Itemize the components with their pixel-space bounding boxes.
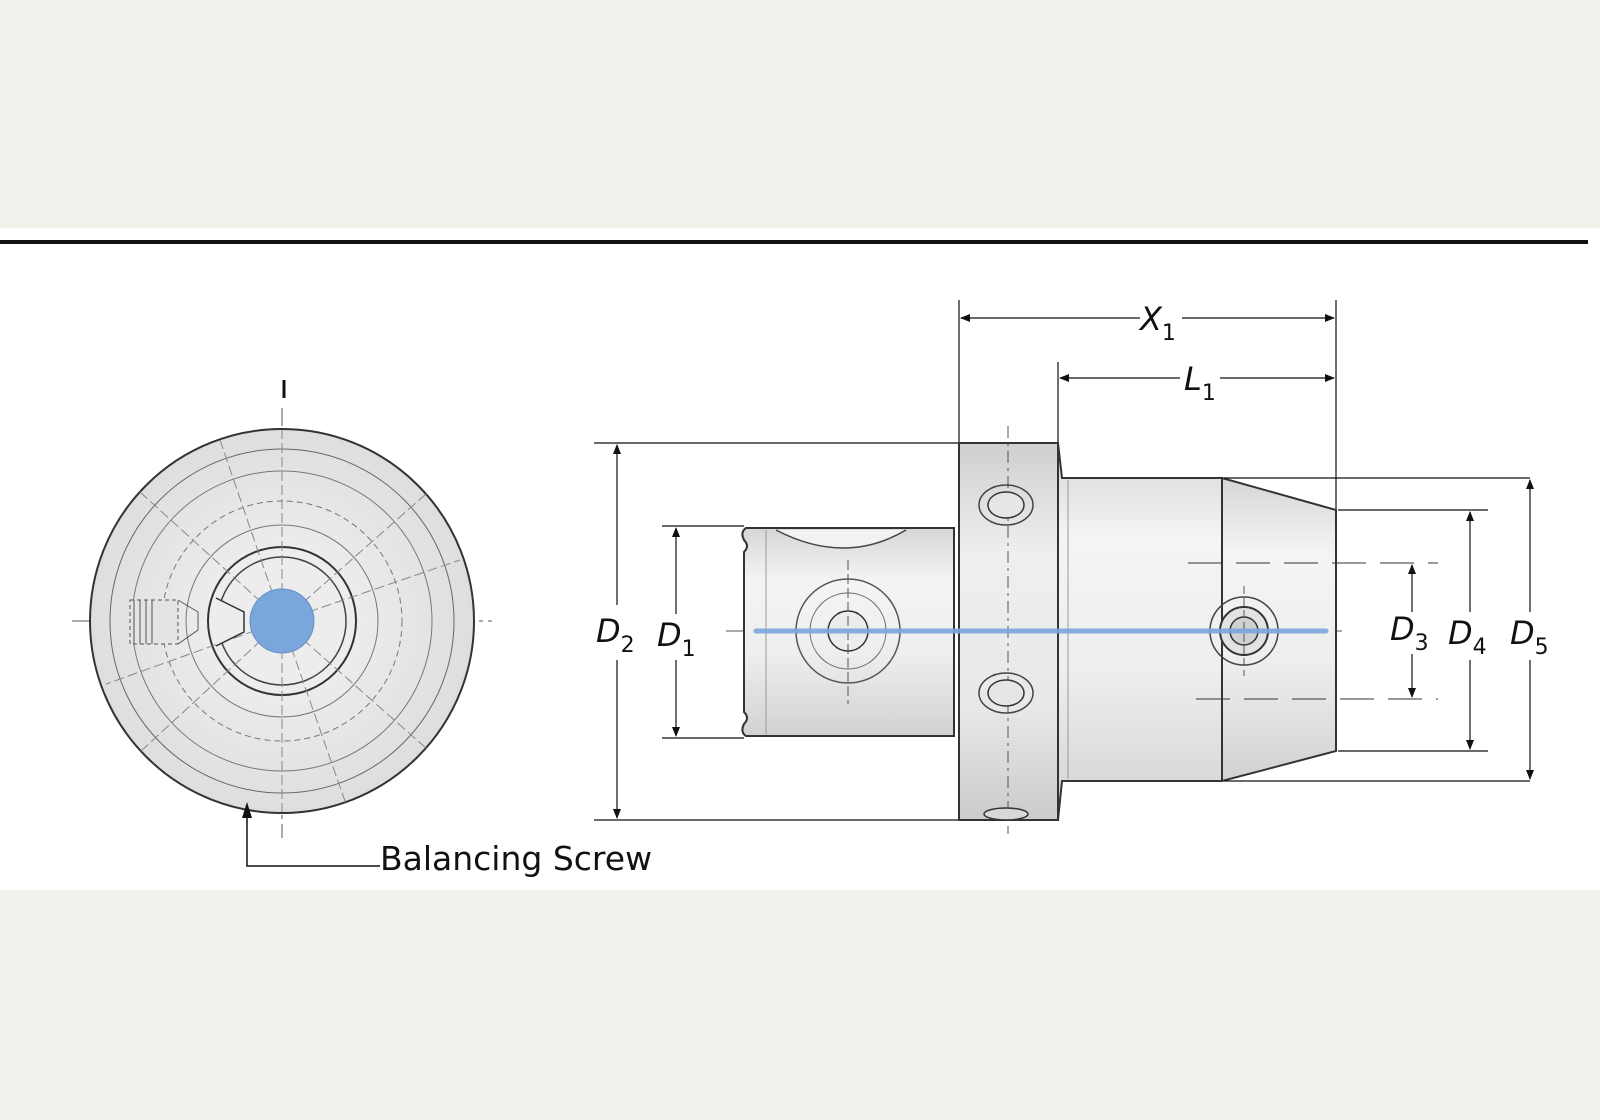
label-x1: X1: [1138, 300, 1176, 346]
end-view-ring-4: [185, 524, 379, 718]
label-l1: L1: [1184, 360, 1216, 406]
dimension-labels: X1 L1 D2 D1 D3 D4 D5: [596, 300, 1549, 662]
coolant-bore-end-view: [249, 588, 315, 654]
label-d4: D4: [1448, 614, 1487, 660]
label-d2: D2: [596, 612, 635, 658]
dimensions: [594, 300, 1534, 821]
shank-groove: [775, 529, 907, 549]
balancing-screw-arrowhead: [242, 802, 252, 818]
balancing-screw-label: Balancing Screw: [380, 839, 652, 878]
balancing-screw-leader: [246, 810, 380, 867]
side-view: [726, 426, 1438, 834]
flange-holes: [978, 484, 1034, 821]
label-d3: D3: [1390, 610, 1429, 656]
label-d1: D1: [657, 616, 696, 662]
top-rule: [0, 240, 1588, 244]
label-d5: D5: [1510, 614, 1549, 660]
end-view-side-screw: [129, 597, 245, 647]
end-view: Balancing Screw: [72, 380, 652, 878]
